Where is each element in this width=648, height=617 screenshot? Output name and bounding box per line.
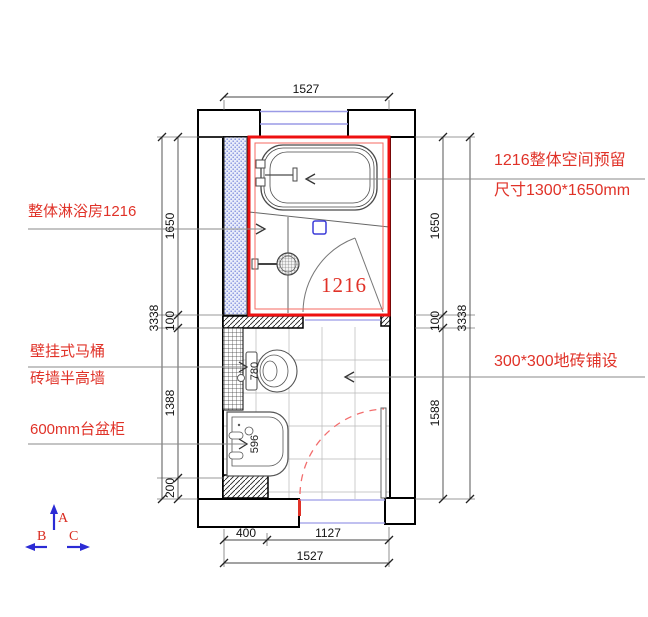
dim-bottom-400: 400 xyxy=(236,526,256,540)
dim-bottom-1127: 1127 xyxy=(315,526,341,540)
dim-top-width: 1527 xyxy=(293,82,320,96)
dim-left-total: 3338 xyxy=(147,304,161,331)
dim-toilet-780: 780 xyxy=(249,362,261,380)
dim-left-100: 100 xyxy=(163,311,177,331)
dim-left-1650: 1650 xyxy=(163,212,177,239)
window xyxy=(260,110,348,138)
vanity-side-wall xyxy=(222,474,269,499)
dim-left-200: 200 xyxy=(163,478,177,498)
bathtub xyxy=(255,144,378,211)
compass-up-arrowhead xyxy=(50,504,58,514)
wall-pier-top-right xyxy=(347,109,416,138)
tiled-half-wall xyxy=(222,327,244,411)
dimension-ticks xyxy=(157,92,475,568)
dim-left-1388: 1388 xyxy=(163,389,177,416)
dimension-texts: 1527 400 1127 1527 1650 100 1388 200 333… xyxy=(147,82,469,563)
toilet xyxy=(237,349,298,393)
shower-door-pier xyxy=(380,314,391,327)
compass-letter-a: A xyxy=(58,511,69,526)
shower-room-highlight xyxy=(247,135,391,317)
wall-left xyxy=(197,109,224,528)
compass-right-arrowhead xyxy=(80,543,90,551)
wall-pier-top-left xyxy=(197,109,261,138)
dim-bottom-total: 1527 xyxy=(297,549,324,563)
door-leaf xyxy=(380,407,387,499)
shower-door-swing xyxy=(302,237,384,313)
compass-letter-c: C xyxy=(69,529,79,544)
dim-basin-596: 596 xyxy=(249,435,261,453)
leader-lines xyxy=(28,178,645,445)
annotation-toilet-wall: 砖墙半高墙 xyxy=(30,370,106,387)
toilet-valve xyxy=(237,374,245,382)
annotation-reserved-1: 1216整体空间预留 xyxy=(494,152,626,169)
annotation-toilet: 壁挂式马桶 xyxy=(30,343,106,360)
half-height-wall xyxy=(222,315,304,329)
compass xyxy=(25,504,90,551)
compass-letter-b: B xyxy=(37,529,47,544)
entry-door xyxy=(298,407,387,524)
basin-faucet xyxy=(244,426,254,436)
shower-wall-hatch xyxy=(223,136,248,316)
shower-room-number: 1216 xyxy=(321,273,367,297)
dim-right-1588: 1588 xyxy=(428,399,442,426)
basin-fitting xyxy=(228,431,244,440)
leader-arrows xyxy=(238,173,355,450)
wall-bottom-left xyxy=(197,498,300,528)
dim-right-100: 100 xyxy=(428,311,442,331)
annotation-shower: 整体淋浴房1216 xyxy=(28,203,137,220)
annotation-vanity: 600mm台盆柜 xyxy=(30,421,126,438)
dim-right-total: 3338 xyxy=(455,304,469,331)
door-jamb-mark xyxy=(298,499,301,516)
floor-drain xyxy=(312,220,327,235)
door-swing-arc xyxy=(299,408,385,495)
vanity-basin xyxy=(226,411,289,477)
tub-faucet-handle xyxy=(255,177,266,187)
dimension-lines xyxy=(161,96,471,564)
annotation-floor-tile: 300*300地砖铺设 xyxy=(494,353,618,370)
tub-faucet-handle xyxy=(255,159,266,169)
annotation-reserved-2: 尺寸1300*1650mm xyxy=(494,182,631,199)
shower-divider-line xyxy=(248,211,390,228)
shower-head xyxy=(251,252,300,276)
extension-lines xyxy=(157,100,475,567)
wall-bottom-right xyxy=(384,497,416,525)
dim-right-1650: 1650 xyxy=(428,212,442,239)
basin-fitting xyxy=(228,451,244,460)
compass-left-arrowhead xyxy=(25,543,35,551)
wall-right xyxy=(389,109,416,525)
